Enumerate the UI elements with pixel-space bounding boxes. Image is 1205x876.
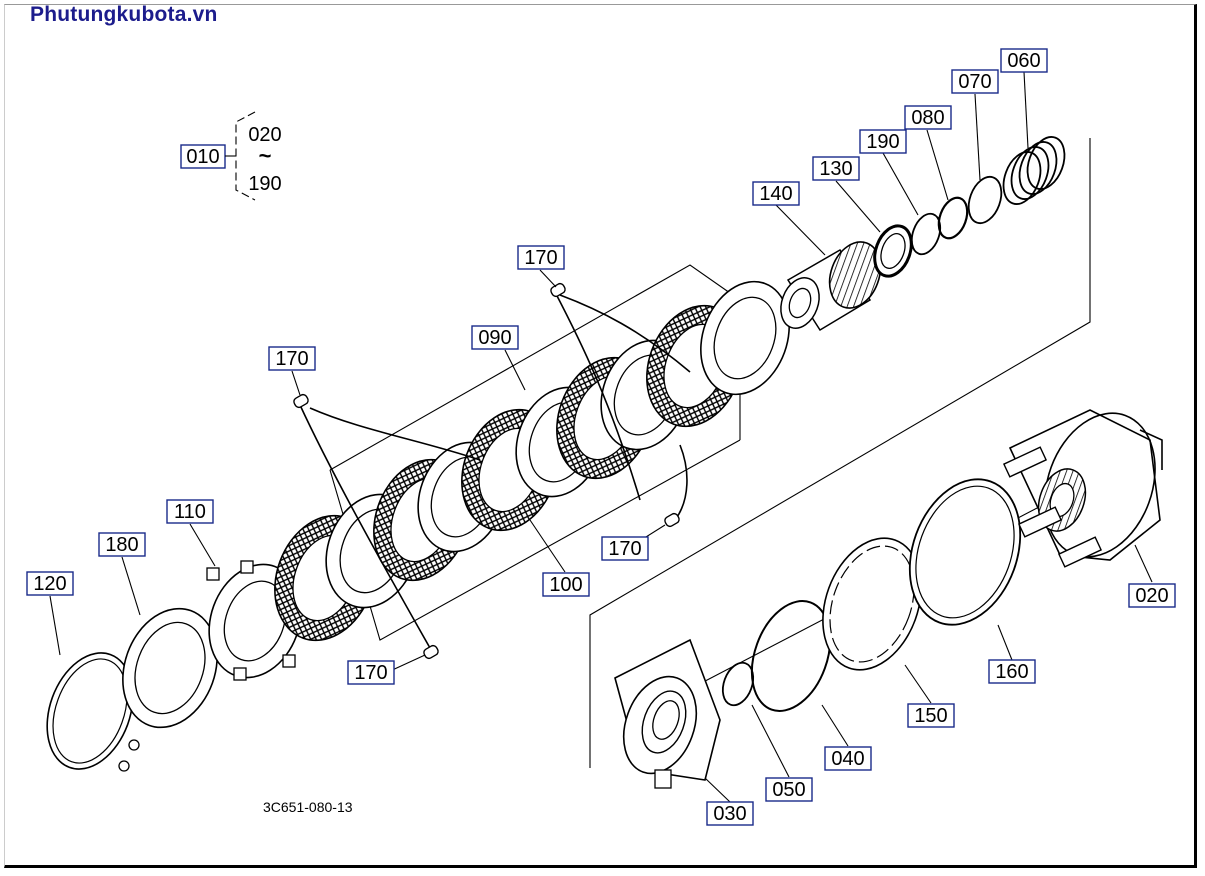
- callout-020[interactable]: 020: [1128, 583, 1176, 608]
- svg-text:010: 010: [186, 146, 219, 168]
- pin-170-b: [550, 282, 566, 298]
- callout-090[interactable]: 090: [471, 325, 519, 350]
- pin-170-a: [293, 393, 309, 409]
- callout-040[interactable]: 040: [824, 746, 872, 771]
- range-end: 190: [248, 173, 281, 195]
- callout-150[interactable]: 150: [907, 703, 955, 728]
- watermark-text: Phutungkubota.vn: [30, 3, 218, 26]
- part-spring-060: [1002, 136, 1066, 205]
- callout-180[interactable]: 180: [98, 532, 146, 557]
- pin-170-c: [664, 512, 680, 528]
- svg-text:070: 070: [958, 71, 991, 93]
- callout-140[interactable]: 140: [752, 181, 800, 206]
- part-o-ring-040: [750, 600, 832, 712]
- part-hub-140: [780, 241, 882, 332]
- part-steel-plate-110: [206, 560, 302, 681]
- callout-170-top[interactable]: 170: [517, 245, 565, 270]
- svg-text:170: 170: [608, 538, 641, 560]
- callout-080[interactable]: 080: [904, 105, 952, 130]
- drawing-code: 3C651-080-13: [263, 799, 353, 815]
- callout-050[interactable]: 050: [765, 777, 813, 802]
- part-ring-160: [908, 478, 1022, 626]
- svg-text:180: 180: [105, 534, 138, 556]
- assembly-label-010[interactable]: 010: [180, 144, 226, 169]
- svg-text:040: 040: [831, 748, 864, 770]
- callout-100[interactable]: 100: [542, 572, 590, 597]
- svg-text:170: 170: [524, 247, 557, 269]
- callout-170-left[interactable]: 170: [268, 346, 316, 371]
- svg-text:030: 030: [713, 803, 746, 825]
- part-drum-020: [1002, 409, 1163, 568]
- svg-text:080: 080: [911, 107, 944, 129]
- assembly-reference: 010 020 ~ 190: [180, 111, 282, 201]
- svg-text:150: 150: [914, 705, 947, 727]
- svg-text:120: 120: [33, 573, 66, 595]
- svg-text:170: 170: [275, 348, 308, 370]
- svg-text:090: 090: [478, 327, 511, 349]
- part-ring-190: [910, 212, 942, 256]
- callout-030[interactable]: 030: [706, 801, 754, 826]
- svg-text:050: 050: [772, 779, 805, 801]
- spring-wires-170: [299, 291, 691, 649]
- svg-text:020: 020: [1135, 585, 1168, 607]
- callout-190[interactable]: 190: [859, 129, 907, 154]
- end-plate: [700, 280, 790, 396]
- svg-text:170: 170: [354, 662, 387, 684]
- callout-130[interactable]: 130: [812, 156, 860, 181]
- svg-text:130: 130: [819, 158, 852, 180]
- svg-text:140: 140: [759, 183, 792, 205]
- range-start: 020: [248, 124, 281, 146]
- svg-text:160: 160: [995, 661, 1028, 683]
- svg-text:110: 110: [174, 501, 206, 523]
- drawing-frame: [4, 4, 1197, 868]
- callout-170-right[interactable]: 170: [601, 536, 649, 561]
- part-snap-ring-080: [937, 196, 969, 240]
- part-o-ring-050: [721, 661, 755, 707]
- part-ring-070: [967, 175, 1003, 225]
- part-spring-plate-150: [822, 537, 922, 671]
- pin-170-d: [423, 644, 439, 660]
- callout-160[interactable]: 160: [988, 659, 1036, 684]
- svg-text:060: 060: [1007, 50, 1040, 72]
- callout-170-bottom[interactable]: 170: [347, 660, 395, 685]
- part-plate-180: [122, 607, 218, 729]
- callout-060[interactable]: 060: [1000, 48, 1048, 73]
- svg-text:190: 190: [866, 131, 899, 153]
- callout-120[interactable]: 120: [26, 571, 74, 596]
- callout-110[interactable]: 110: [166, 499, 214, 524]
- part-housing-030: [614, 638, 721, 789]
- part-snap-ring-120: [46, 652, 140, 772]
- part-seal-130: [873, 224, 913, 278]
- svg-text:100: 100: [549, 574, 582, 596]
- callout-070[interactable]: 070: [951, 69, 999, 94]
- range-symbol: ~: [259, 143, 272, 168]
